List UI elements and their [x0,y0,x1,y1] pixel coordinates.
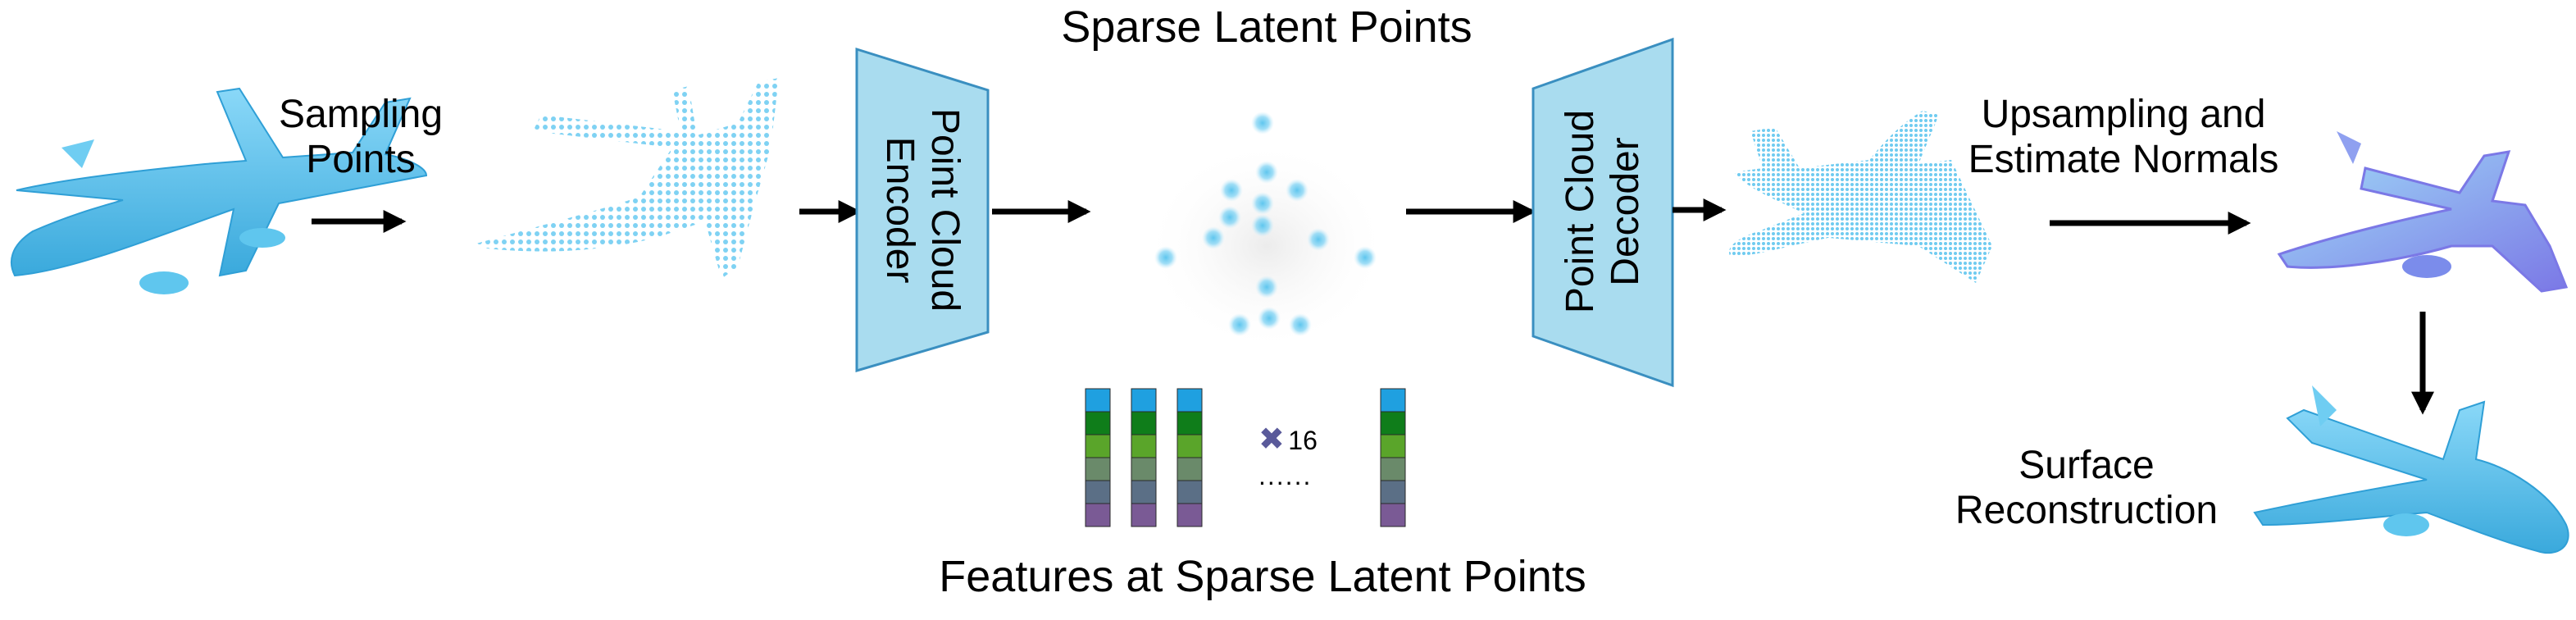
multiplier: ✖ 16 [1258,422,1357,458]
feature-cell [1176,434,1203,458]
encoder-label-line2: Encoder [878,136,922,284]
feature-cell [1085,503,1111,527]
feature-cell [1131,503,1157,527]
sampling-label: Sampling Points [246,92,476,182]
feature-cell [1131,480,1157,504]
feature-cell [1380,411,1406,435]
features-title: Features at Sparse Latent Points [939,552,1586,601]
encoder-label: Point Cloud Encoder [877,79,967,341]
feature-cell [1085,457,1111,481]
feature-vector [1176,388,1203,527]
feature-cell [1176,388,1203,413]
surface-label: Surface Reconstruction [1927,443,2246,533]
upsampling-label: Upsampling and Estimate Normals [1935,92,2312,182]
sparse-latent-points [1144,112,1390,353]
feature-cell [1131,434,1157,458]
feature-cell [1085,411,1111,435]
decoder-label-line2: Decoder [1604,137,1647,286]
upsampling-label-line1: Upsampling and [1981,93,2266,136]
multiplier-count: 16 [1288,426,1318,455]
feature-cell [1380,457,1406,481]
sampled-point-cloud [467,78,779,279]
surface-label-line2: Reconstruction [1955,489,2219,533]
feature-cell [1380,480,1406,504]
decoder-label: Point Cloud Decoder [1558,80,1648,343]
feature-vector [1131,388,1157,527]
feature-cell [1380,503,1406,527]
decoder-label-line1: Point Cloud [1558,109,1602,314]
reconstructed-surface-mesh [2253,385,2569,554]
encoder-label-line1: Point Cloud [923,107,967,312]
sampling-label-line1: Sampling [278,93,444,136]
multiplier-x-icon: ✖ [1258,422,1285,457]
feature-cell [1176,480,1203,504]
feature-vector [1085,388,1111,527]
feature-cell [1131,388,1157,413]
feature-cell [1176,411,1203,435]
feature-vector [1380,388,1406,527]
feature-cell [1131,411,1157,435]
feature-cell [1380,434,1406,458]
feature-stacks [1085,388,1406,527]
feature-cell [1380,388,1406,413]
surface-label-line1: Surface [2018,444,2155,487]
feature-cell [1176,457,1203,481]
feature-cell [1176,503,1203,527]
ellipsis-dots: ...... [1258,461,1313,490]
feature-cell [1085,434,1111,458]
input-airplane-mesh [10,87,428,294]
decoded-point-cloud [1729,111,1992,283]
encoder-block [855,47,990,373]
sampling-label-line2: Points [306,138,416,182]
feature-cell [1085,388,1111,413]
decoder-block [1531,37,1674,388]
feature-cell [1131,457,1157,481]
upsampling-label-line2: Estimate Normals [1968,138,2279,182]
feature-cell [1085,480,1111,504]
normals-point-cloud [2277,131,2569,293]
sparse-latent-title: Sparse Latent Points [1061,2,1472,52]
